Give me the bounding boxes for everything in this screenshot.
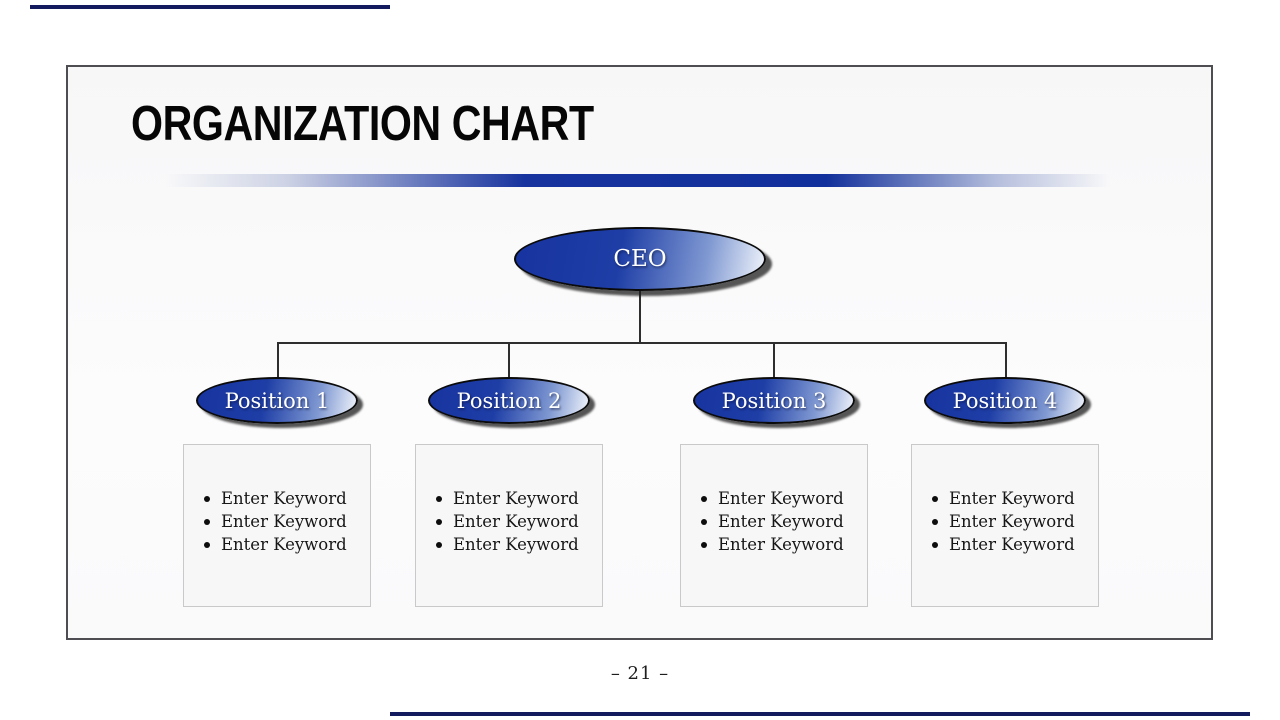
bullet-icon (932, 495, 938, 502)
keyword-box-4: Enter Keyword Enter Keyword Enter Keywor… (911, 444, 1099, 607)
keyword-box-1: Enter Keyword Enter Keyword Enter Keywor… (183, 444, 371, 607)
connector-drop-position-2 (508, 342, 510, 378)
node-ceo[interactable]: CEO (514, 227, 766, 291)
bullet-icon (204, 495, 210, 502)
connector-drop-position-3 (773, 342, 775, 378)
slide: ORGANIZATION CHART CEO Position 1 Positi… (66, 65, 1213, 640)
node-ceo-label: CEO (613, 246, 667, 272)
node-position-3[interactable]: Position 3 (693, 377, 855, 424)
keyword-item[interactable]: Enter Keyword (204, 533, 370, 556)
keyword-text: Enter Keyword (221, 535, 347, 554)
keyword-item[interactable]: Enter Keyword (932, 510, 1098, 533)
connector-ceo-riser (639, 291, 641, 342)
node-position-3-label: Position 3 (721, 388, 827, 413)
connector-horizontal (277, 342, 1007, 344)
keyword-item[interactable]: Enter Keyword (436, 487, 602, 510)
keyword-text: Enter Keyword (949, 535, 1075, 554)
keyword-item[interactable]: Enter Keyword (701, 533, 867, 556)
keyword-text: Enter Keyword (221, 512, 347, 531)
page-number: – 21 – (610, 663, 670, 684)
bullet-icon (701, 541, 707, 548)
bullet-icon (701, 518, 707, 525)
bullet-icon (204, 518, 210, 525)
bullet-icon (701, 495, 707, 502)
top-left-accent-bar (30, 5, 390, 9)
connector-drop-position-1 (277, 342, 279, 378)
keyword-item[interactable]: Enter Keyword (204, 487, 370, 510)
keyword-box-3: Enter Keyword Enter Keyword Enter Keywor… (680, 444, 868, 607)
node-position-4[interactable]: Position 4 (924, 377, 1086, 424)
keyword-text: Enter Keyword (949, 489, 1075, 508)
slide-title: ORGANIZATION CHART (131, 97, 594, 151)
keyword-list-4: Enter Keyword Enter Keyword Enter Keywor… (912, 445, 1098, 556)
keyword-item[interactable]: Enter Keyword (701, 510, 867, 533)
title-divider (165, 174, 1110, 187)
keyword-text: Enter Keyword (718, 535, 844, 554)
node-position-4-label: Position 4 (952, 388, 1058, 413)
keyword-item[interactable]: Enter Keyword (701, 487, 867, 510)
keyword-item[interactable]: Enter Keyword (436, 533, 602, 556)
bullet-icon (436, 495, 442, 502)
bullet-icon (932, 541, 938, 548)
keyword-text: Enter Keyword (453, 512, 579, 531)
bullet-icon (436, 518, 442, 525)
bottom-right-accent-bar (390, 712, 1250, 716)
node-position-1-label: Position 1 (224, 388, 330, 413)
node-position-2-label: Position 2 (456, 388, 562, 413)
bullet-icon (932, 518, 938, 525)
keyword-text: Enter Keyword (949, 512, 1075, 531)
keyword-list-3: Enter Keyword Enter Keyword Enter Keywor… (681, 445, 867, 556)
bullet-icon (436, 541, 442, 548)
keyword-text: Enter Keyword (718, 489, 844, 508)
node-position-2[interactable]: Position 2 (428, 377, 590, 424)
keyword-item[interactable]: Enter Keyword (932, 487, 1098, 510)
keyword-item[interactable]: Enter Keyword (932, 533, 1098, 556)
node-position-1[interactable]: Position 1 (196, 377, 358, 424)
keyword-item[interactable]: Enter Keyword (436, 510, 602, 533)
bullet-icon (204, 541, 210, 548)
keyword-box-2: Enter Keyword Enter Keyword Enter Keywor… (415, 444, 603, 607)
keyword-text: Enter Keyword (453, 535, 579, 554)
keyword-text: Enter Keyword (718, 512, 844, 531)
keyword-item[interactable]: Enter Keyword (204, 510, 370, 533)
keyword-list-2: Enter Keyword Enter Keyword Enter Keywor… (416, 445, 602, 556)
keyword-text: Enter Keyword (221, 489, 347, 508)
keyword-list-1: Enter Keyword Enter Keyword Enter Keywor… (184, 445, 370, 556)
connector-drop-position-4 (1005, 342, 1007, 378)
keyword-text: Enter Keyword (453, 489, 579, 508)
